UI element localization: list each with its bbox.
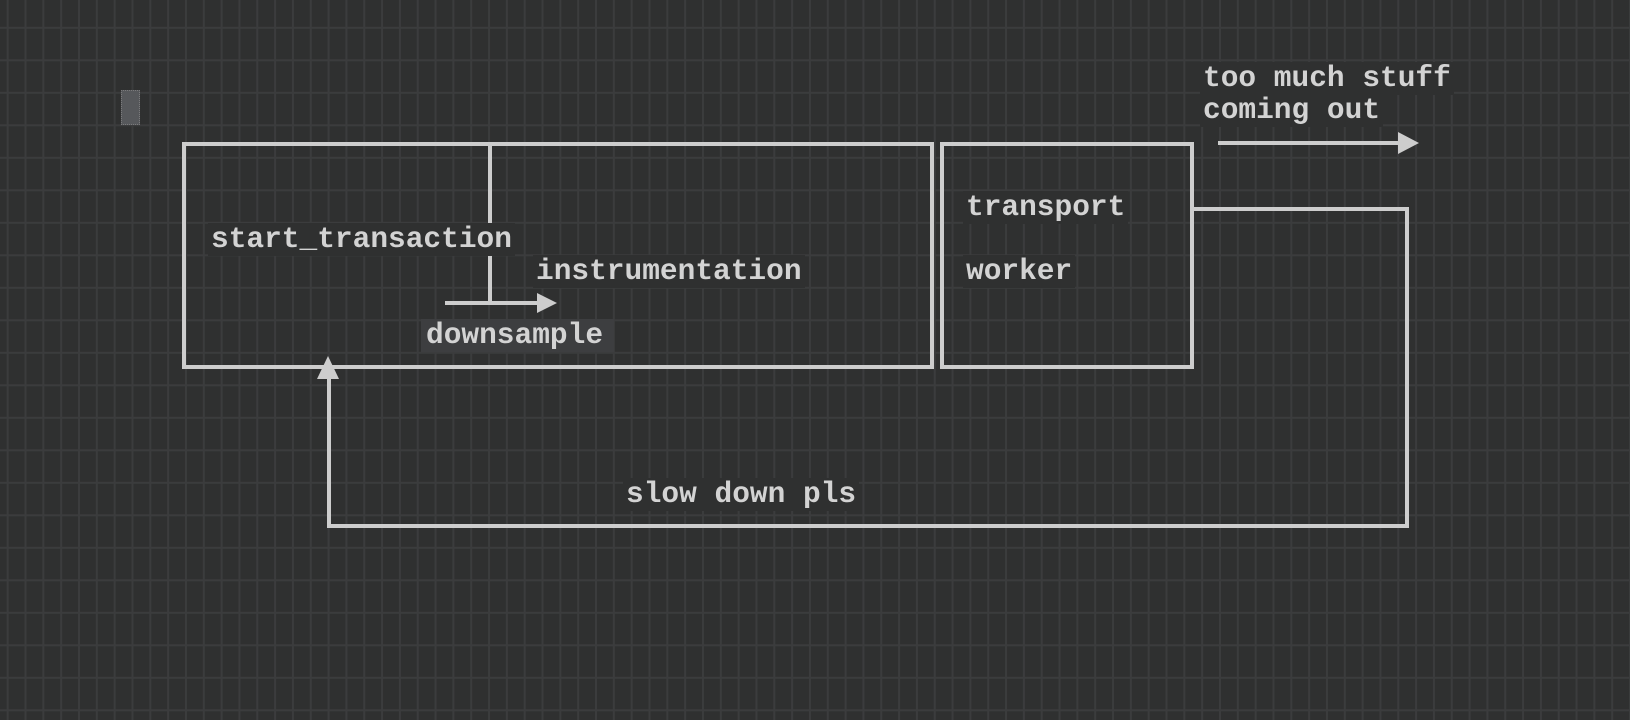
text-cursor-block	[121, 90, 140, 125]
transport-worker-box[interactable]	[940, 142, 1194, 369]
pipeline-box[interactable]	[182, 142, 934, 369]
annotation-output-note-line1[interactable]: too much stuff	[1200, 62, 1454, 95]
downsample-arrow-line	[445, 301, 537, 305]
label-transport[interactable]: transport	[963, 191, 1129, 224]
output-arrowhead-icon	[1398, 132, 1419, 154]
annotation-feedback-label[interactable]: slow down pls	[623, 478, 860, 511]
feedback-loop-bottom-segment	[327, 524, 1409, 528]
feedback-loop-left-segment	[327, 379, 331, 528]
feedback-loop-top-segment	[1194, 207, 1409, 211]
label-start-transaction[interactable]: start_transaction	[208, 223, 515, 256]
annotation-output-note-line2[interactable]: coming out	[1200, 94, 1384, 127]
downsample-arrowhead-icon	[537, 293, 557, 313]
output-arrow-line	[1218, 141, 1398, 145]
label-worker[interactable]: worker	[963, 255, 1076, 288]
label-downsample[interactable]: downsample	[421, 319, 615, 352]
feedback-loop-right-segment	[1405, 207, 1409, 528]
feedback-loop-arrowhead-icon	[317, 356, 339, 379]
label-instrumentation[interactable]: instrumentation	[533, 255, 805, 288]
